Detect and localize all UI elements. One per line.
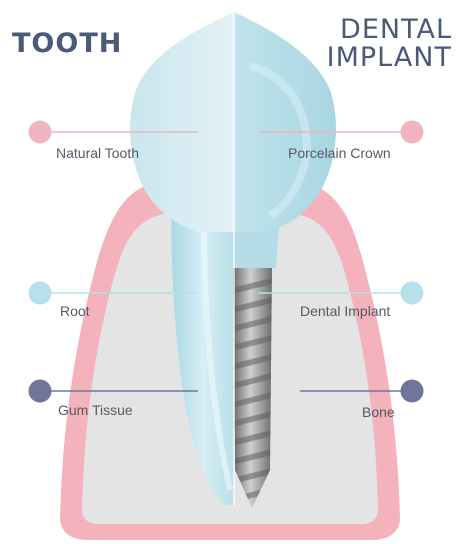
natural-tooth-label: Natural Tooth (56, 145, 139, 161)
dental-implant-label: Dental Implant (300, 303, 390, 319)
natural-tooth-marker (29, 121, 52, 144)
bone-marker (401, 380, 424, 403)
dental-implant-marker (401, 282, 424, 305)
gum-tissue-marker (29, 380, 52, 403)
dental-implant-title-line1: DENTAL (327, 16, 452, 44)
dental-implant-title-line2: IMPLANT (327, 44, 452, 72)
gum-tissue-label: Gum Tissue (58, 402, 133, 418)
root-label: Root (60, 303, 90, 319)
tooth-title: TOOTH (12, 30, 122, 58)
dental-implant-title: DENTAL IMPLANT (327, 16, 452, 72)
root-marker (29, 282, 52, 305)
porcelain-crown-marker (401, 121, 424, 144)
bone-label: Bone (362, 404, 395, 420)
porcelain-crown-label: Porcelain Crown (288, 145, 391, 161)
